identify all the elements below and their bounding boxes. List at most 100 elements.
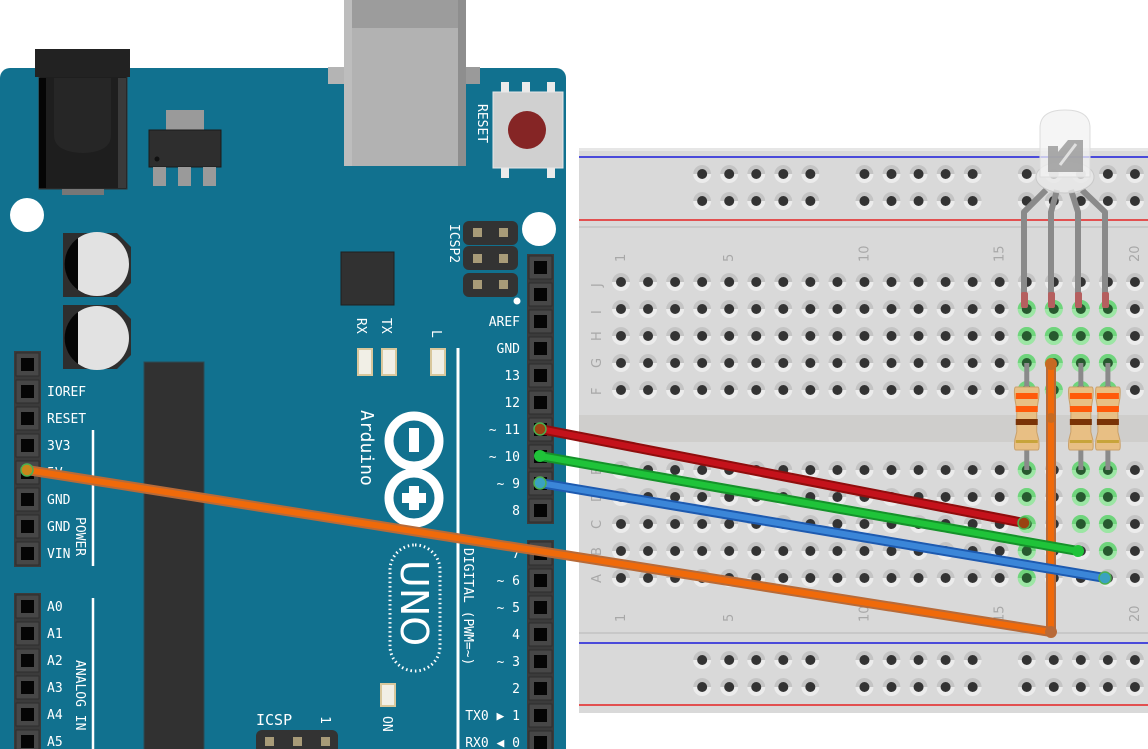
breadboard-hole[interactable]: [1071, 488, 1090, 506]
breadboard-hole[interactable]: [1098, 651, 1117, 669]
breadboard-hole[interactable]: [909, 678, 928, 696]
breadboard-hole[interactable]: [909, 327, 928, 345]
breadboard-hole[interactable]: [936, 192, 955, 210]
breadboard-hole[interactable]: [774, 569, 793, 587]
breadboard-hole[interactable]: [747, 300, 766, 318]
breadboard-hole[interactable]: [639, 515, 658, 533]
breadboard-hole[interactable]: [720, 678, 739, 696]
breadboard-hole[interactable]: [612, 542, 630, 560]
breadboard-hole[interactable]: [963, 488, 982, 506]
breadboard-hole[interactable]: [720, 354, 739, 372]
breadboard-hole[interactable]: [990, 327, 1009, 345]
breadboard-hole[interactable]: [936, 273, 955, 291]
header-pin[interactable]: [15, 487, 40, 512]
breadboard-hole[interactable]: [963, 381, 982, 399]
header-pin[interactable]: [15, 352, 40, 377]
breadboard-hole[interactable]: [963, 354, 982, 372]
breadboard-hole[interactable]: [936, 381, 955, 399]
breadboard-hole[interactable]: [747, 327, 766, 345]
breadboard-hole[interactable]: [774, 192, 793, 210]
breadboard-hole[interactable]: [1098, 192, 1117, 210]
breadboard-hole[interactable]: [666, 542, 685, 560]
breadboard-hole[interactable]: [828, 300, 847, 318]
breadboard-hole[interactable]: [909, 651, 928, 669]
breadboard-hole[interactable]: [828, 461, 847, 479]
breadboard-hole[interactable]: [612, 515, 630, 533]
breadboard-hole[interactable]: [990, 488, 1009, 506]
breadboard-hole[interactable]: [963, 327, 982, 345]
breadboard-hole[interactable]: [801, 651, 820, 669]
breadboard-hole[interactable]: [801, 300, 820, 318]
header-pin[interactable]: [528, 282, 553, 307]
breadboard-hole[interactable]: [855, 542, 874, 560]
breadboard-hole[interactable]: [990, 569, 1009, 587]
breadboard-hole[interactable]: [612, 381, 630, 399]
header-pin[interactable]: [15, 514, 40, 539]
breadboard-hole[interactable]: [639, 300, 658, 318]
header-pin[interactable]: [528, 649, 553, 674]
breadboard-hole[interactable]: [1017, 651, 1036, 669]
breadboard-hole[interactable]: [828, 327, 847, 345]
breadboard-hole[interactable]: [1125, 165, 1144, 183]
breadboard-hole[interactable]: [1017, 569, 1036, 587]
breadboard-hole[interactable]: [855, 300, 874, 318]
breadboard-hole[interactable]: [774, 327, 793, 345]
header-pin[interactable]: [15, 379, 40, 404]
breadboard-hole[interactable]: [666, 381, 685, 399]
header-pin[interactable]: [528, 336, 553, 361]
breadboard-hole[interactable]: [855, 354, 874, 372]
breadboard-hole[interactable]: [1017, 165, 1036, 183]
breadboard-hole[interactable]: [747, 651, 766, 669]
breadboard-hole[interactable]: [801, 327, 820, 345]
header-pin[interactable]: [15, 433, 40, 458]
header-pin[interactable]: [528, 568, 553, 593]
breadboard-hole[interactable]: [666, 354, 685, 372]
breadboard-hole[interactable]: [693, 192, 712, 210]
breadboard-hole[interactable]: [639, 327, 658, 345]
breadboard-hole[interactable]: [693, 515, 712, 533]
resistor[interactable]: [1068, 363, 1094, 470]
breadboard-hole[interactable]: [774, 651, 793, 669]
breadboard-hole[interactable]: [1098, 165, 1117, 183]
wire-orange[interactable]: [20, 463, 1057, 638]
breadboard-hole[interactable]: [1017, 678, 1036, 696]
breadboard-hole[interactable]: [612, 354, 630, 372]
rgb-led[interactable]: [1021, 109, 1109, 308]
wire-blue[interactable]: [533, 476, 1112, 585]
breadboard-hole[interactable]: [990, 273, 1009, 291]
breadboard-hole[interactable]: [666, 300, 685, 318]
header-pin[interactable]: [528, 309, 553, 334]
breadboard-hole[interactable]: [963, 461, 982, 479]
breadboard-hole[interactable]: [720, 542, 739, 560]
breadboard-hole[interactable]: [936, 651, 955, 669]
breadboard-hole[interactable]: [909, 354, 928, 372]
resistor[interactable]: [1013, 363, 1040, 470]
breadboard-hole[interactable]: [882, 273, 901, 291]
breadboard-hole[interactable]: [639, 542, 658, 560]
breadboard-hole[interactable]: [1098, 542, 1117, 560]
breadboard-hole[interactable]: [990, 381, 1009, 399]
breadboard-hole[interactable]: [693, 678, 712, 696]
breadboard-hole[interactable]: [909, 569, 928, 587]
breadboard-hole[interactable]: [882, 381, 901, 399]
breadboard-hole[interactable]: [747, 678, 766, 696]
breadboard-hole[interactable]: [693, 354, 712, 372]
breadboard-hole[interactable]: [720, 273, 739, 291]
breadboard-hole[interactable]: [855, 651, 874, 669]
breadboard-hole[interactable]: [1125, 651, 1144, 669]
header-pin[interactable]: [528, 703, 553, 728]
breadboard-hole[interactable]: [639, 381, 658, 399]
breadboard-hole[interactable]: [666, 273, 685, 291]
breadboard-hole[interactable]: [1017, 488, 1036, 506]
breadboard-hole[interactable]: [963, 192, 982, 210]
breadboard-hole[interactable]: [774, 354, 793, 372]
wire-red[interactable]: [533, 422, 1031, 530]
breadboard-hole[interactable]: [963, 300, 982, 318]
header-pin[interactable]: [528, 390, 553, 415]
header-pin[interactable]: [15, 406, 40, 431]
breadboard-hole[interactable]: [936, 354, 955, 372]
breadboard-hole[interactable]: [801, 273, 820, 291]
breadboard-hole[interactable]: [612, 273, 630, 291]
breadboard-hole[interactable]: [909, 461, 928, 479]
breadboard-hole[interactable]: [963, 165, 982, 183]
